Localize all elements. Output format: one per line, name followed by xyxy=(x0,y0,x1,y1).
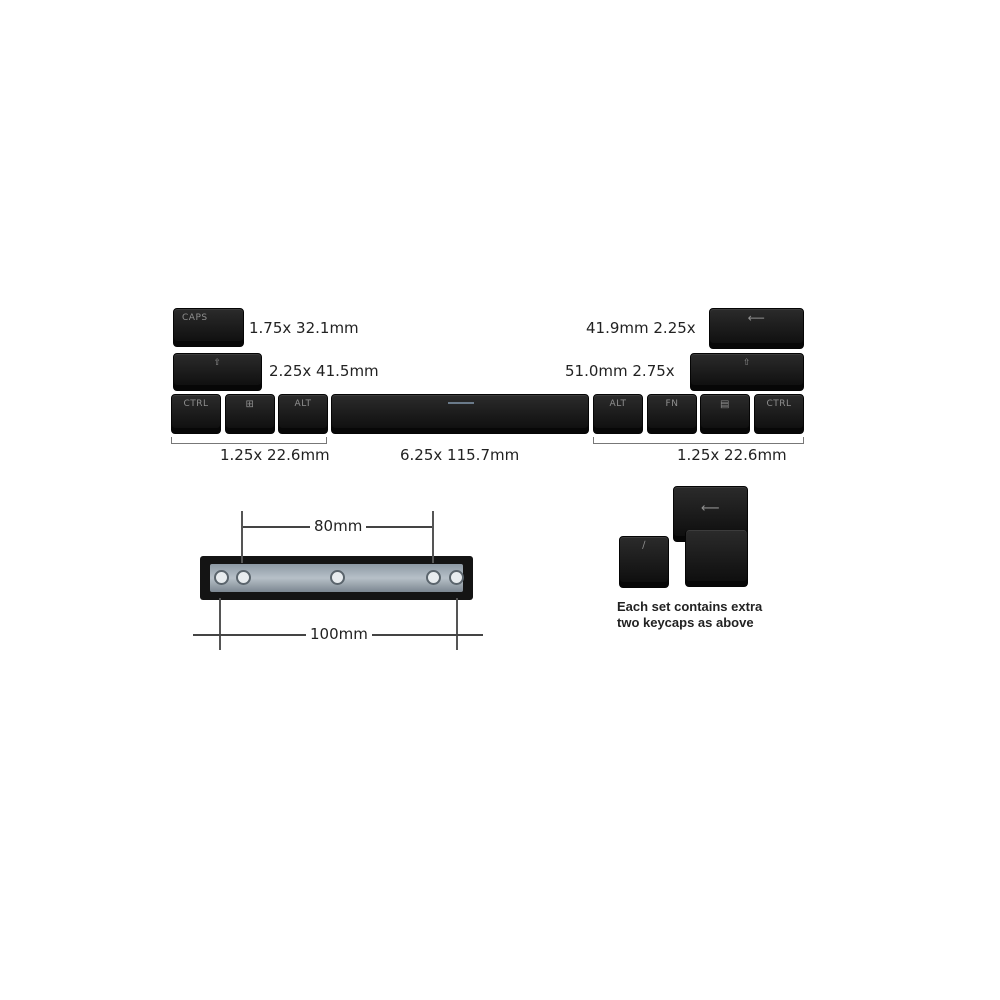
shift-arrow-icon-right: ⇧ xyxy=(742,358,752,368)
right-ctrl-keycap: CTRL xyxy=(754,394,804,434)
menu-icon: ▤ xyxy=(720,399,730,410)
right-mods-bracket xyxy=(593,437,804,444)
dim-80-left-line xyxy=(241,511,243,563)
note-line-2: two keycaps as above xyxy=(617,615,754,630)
dim-100-right-line xyxy=(456,598,458,650)
left-ctrl-keycap: CTRL xyxy=(171,394,221,434)
dim-100-left-line xyxy=(219,598,221,650)
spacebar-underside xyxy=(200,556,473,600)
alt-legend-left: ALT xyxy=(294,399,312,409)
menu-keycap: ▤ xyxy=(700,394,750,434)
spacebar-size-label: 6.25x 115.7mm xyxy=(400,446,520,464)
enter-keycap: ⟵ xyxy=(709,308,804,349)
windows-icon: ⊞ xyxy=(245,399,255,410)
ctrl-legend-left: CTRL xyxy=(183,399,209,409)
dim-80-right-line xyxy=(432,511,434,563)
dim-80-label: 80mm xyxy=(310,517,367,535)
enter-size-label: 41.9mm 2.25x xyxy=(586,319,696,337)
ctrl-legend-right: CTRL xyxy=(766,399,792,409)
dim-100-label: 100mm xyxy=(306,625,372,643)
stabilizer-stem xyxy=(426,570,441,585)
right-mods-size-label: 1.25x 22.6mm xyxy=(677,446,787,464)
enter-arrow-icon: ⟵ xyxy=(747,311,766,325)
caps-size-label: 1.75x 32.1mm xyxy=(249,319,359,337)
left-shift-size-label: 2.25x 41.5mm xyxy=(269,362,379,380)
extra-iso-enter-keycap: ⟵ xyxy=(673,486,748,587)
stabilizer-stem xyxy=(214,570,229,585)
fn-legend: FN xyxy=(665,399,679,409)
left-alt-keycap: ALT xyxy=(278,394,328,434)
alt-legend-right: ALT xyxy=(609,399,627,409)
extra-small-legend-icon: ∕ xyxy=(642,540,646,551)
left-mods-size-label: 1.25x 22.6mm xyxy=(220,446,330,464)
shift-arrow-icon: ⇧ xyxy=(213,358,222,368)
right-alt-keycap: ALT xyxy=(593,394,643,434)
spacebar-line xyxy=(448,402,474,404)
center-stem xyxy=(330,570,345,585)
stabilizer-stem xyxy=(449,570,464,585)
note-line-1: Each set contains extra xyxy=(617,599,763,614)
stabilizer-stem xyxy=(236,570,251,585)
spacebar-keycap xyxy=(331,394,589,434)
caps-legend: CAPS xyxy=(182,313,208,323)
iso-enter-arrow-icon: ⟵ xyxy=(700,501,721,516)
left-mods-bracket xyxy=(171,437,327,444)
extra-keycaps-note: Each set contains extra two keycaps as a… xyxy=(617,599,762,631)
windows-keycap: ⊞ xyxy=(225,394,275,434)
right-shift-keycap: ⇧ xyxy=(690,353,804,391)
caps-lock-keycap: CAPS xyxy=(173,308,244,347)
fn-keycap: FN xyxy=(647,394,697,434)
right-shift-size-label: 51.0mm 2.75x xyxy=(565,362,675,380)
left-shift-keycap: ⇧ xyxy=(173,353,262,391)
extra-small-keycap: ∕ xyxy=(619,536,669,588)
iso-enter-bottom xyxy=(685,530,748,587)
